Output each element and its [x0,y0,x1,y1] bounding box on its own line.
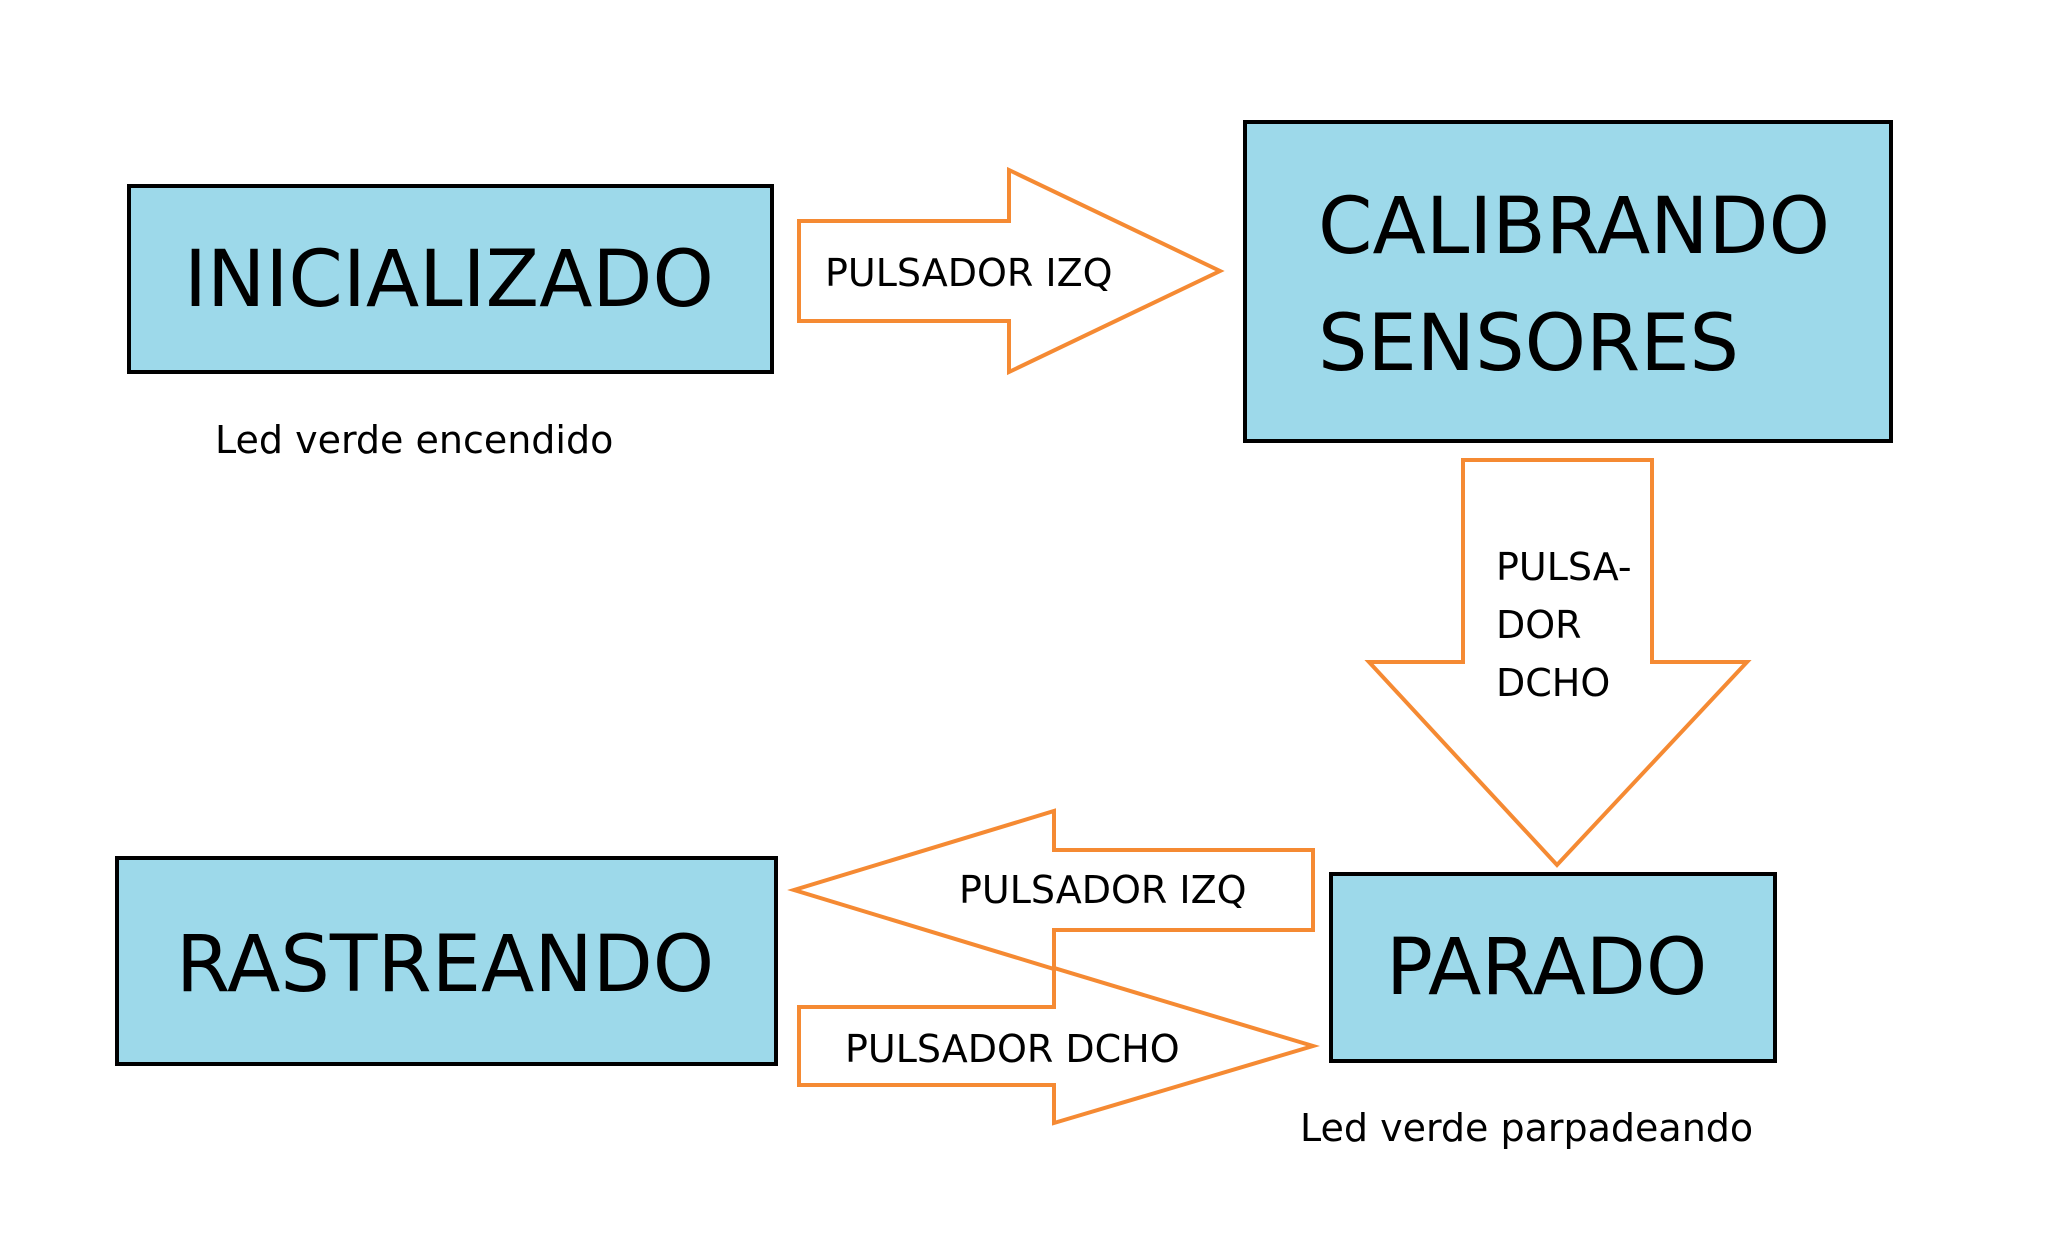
state-label-calibrando-line1: CALIBRANDO [1318,182,1830,272]
arrow-left-parado-to-rastreando [787,808,1315,972]
transition-label-inicializado-to-calibrando: PULSADOR IZQ [825,251,1113,295]
state-box-inicializado [127,184,774,374]
transition-label-calibrando-to-parado-line2: DOR [1496,603,1582,647]
state-box-parado [1329,872,1777,1063]
state-label-rastreando: RASTREANDO [176,920,714,1010]
transition-label-parado-to-rastreando: PULSADOR IZQ [959,868,1247,912]
transition-label-rastreando-to-parado: PULSADOR DCHO [845,1027,1180,1071]
state-label-parado: PARADO [1386,923,1707,1013]
transition-label-calibrando-to-parado-line3: DCHO [1496,661,1610,705]
arrow-right-rastreando-to-parado [797,965,1320,1126]
state-label-calibrando-line2: SENSORES [1318,299,1739,389]
arrow-right-inicializado-to-calibrando [797,166,1225,376]
arrow-down-calibrando-to-parado [1364,458,1752,868]
state-box-rastreando [115,856,778,1066]
state-label-inicializado: INICIALIZADO [184,235,714,325]
transition-label-calibrando-to-parado-line1: PULSA- [1496,545,1632,589]
state-box-calibrando-sensores [1243,120,1893,443]
note-parado: Led verde parpadeando [1300,1106,1753,1150]
note-inicializado: Led verde encendido [215,418,613,462]
